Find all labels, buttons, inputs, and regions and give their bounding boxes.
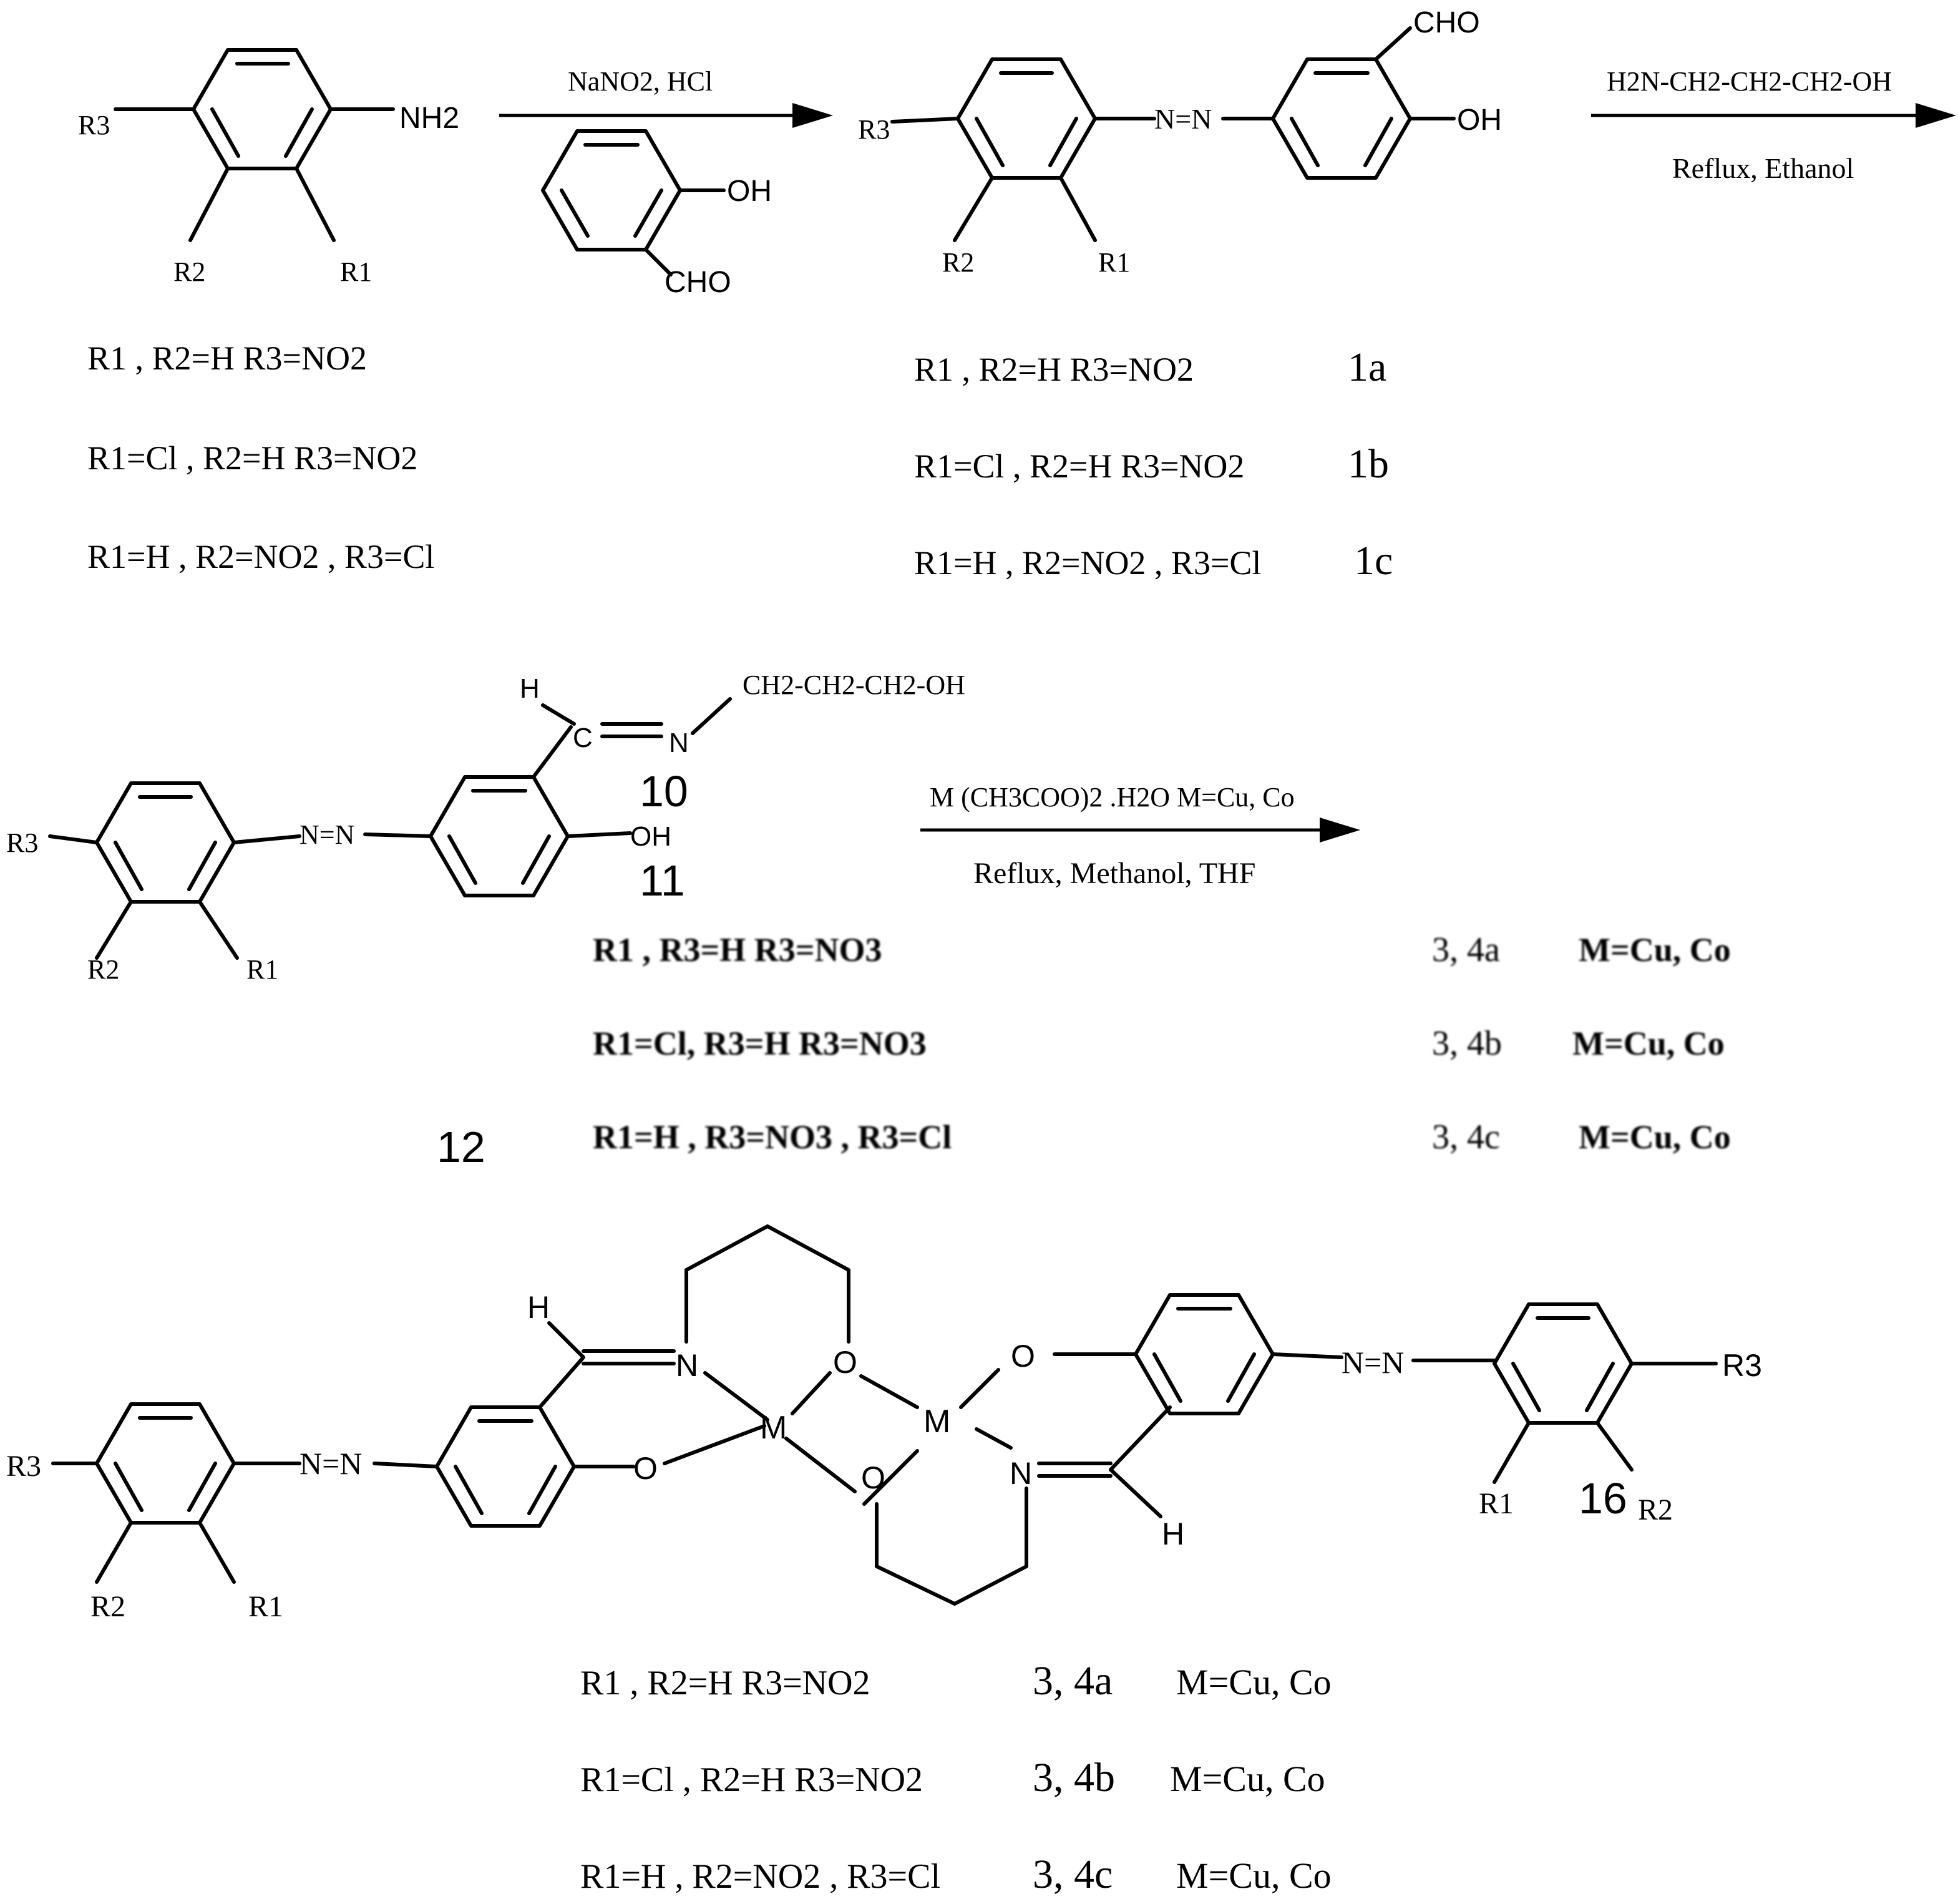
arrow2-condition: Reflux, Ethanol <box>1672 152 1854 184</box>
r1-label-right: R1 <box>1479 1487 1514 1520</box>
imine-h-left: H <box>527 1290 550 1325</box>
complex-compound-table: R1 , R2=H R3=NO2 3, 4a M=Cu, Co R1=Cl , … <box>580 1658 1332 1897</box>
complex-row-3-id: 3, 4c <box>1033 1852 1113 1897</box>
compound-number-10: 10 <box>640 767 688 816</box>
metal-center-right: M <box>923 1404 950 1440</box>
stage3-row-1-id: 3, 4a <box>1432 930 1500 969</box>
complex-row-3-substituents: R1=H , R2=NO2 , R3=Cl <box>580 1857 940 1896</box>
compound-number-11: 11 <box>640 856 685 905</box>
imine-h-right: H <box>1162 1516 1184 1551</box>
stage2-row-3-id: 1c <box>1354 538 1393 583</box>
phenolate-o-right: O <box>1011 1339 1035 1374</box>
stage2-row-2-substituents: R1=Cl , R2=H R3=NO2 <box>914 447 1244 485</box>
r2-label: R2 <box>87 954 119 985</box>
azo-aldehyde-product: N=N CHO OH R3 R2 R1 <box>858 6 1502 278</box>
imine-c-label: C <box>573 723 593 753</box>
complex-row-2-substituents: R1=Cl , R2=H R3=NO2 <box>580 1760 923 1799</box>
arrow2-reagent: H2N-CH2-CH2-CH2-OH <box>1607 66 1892 97</box>
dinuclear-metal-complex: N=N N=N <box>6 1224 1762 1623</box>
stage2-compound-table: R1 , R2=H R3=NO2 1a R1=Cl , R2=H R3=NO2 … <box>914 344 1393 583</box>
r1-label: R1 <box>1098 247 1130 278</box>
amine-label: NH2 <box>399 102 459 135</box>
metal-center-left: M <box>760 1410 787 1446</box>
stage2-row-2-id: 1b <box>1348 441 1389 487</box>
schiff-base-ligand: N=N H C N CH2-CH2-CH2-OH OH 10 11 R3 R2 … <box>6 670 965 985</box>
stage3-row-1-metal: M=Cu, Co <box>1579 931 1731 969</box>
arrow1-reagent: NaNO2, HCl <box>568 66 713 97</box>
aldehyde-label: CHO <box>665 266 731 299</box>
stage3-row-2-id: 3, 4b <box>1432 1024 1502 1063</box>
arrow3-reagent: M (CH3COO)2 .H2O M=Cu, Co <box>930 782 1295 813</box>
stage1-row-2: R1=Cl , R2=H R3=NO2 <box>87 439 417 477</box>
r1-label: R1 <box>246 954 278 985</box>
stage3-row-3-metal: M=Cu, Co <box>1579 1118 1731 1156</box>
azo-linkage: N=N <box>300 819 354 850</box>
azo-linkage: N=N <box>1154 103 1212 135</box>
stage3-row-3-substituents: R1=H , R3=NO3 , R3=Cl <box>593 1118 952 1156</box>
azo-linkage-left: N=N <box>300 1446 362 1481</box>
reaction-arrow-3: M (CH3COO)2 .H2O M=Cu, Co Reflux, Methan… <box>920 782 1360 890</box>
stage3-compound-table: R1 , R3=H R3=NO3 3, 4a M=Cu, Co R1=Cl, R… <box>593 930 1731 1156</box>
hydroxypropyl-chain: CH2-CH2-CH2-OH <box>743 670 965 700</box>
bridging-o-top: O <box>833 1345 857 1380</box>
bridging-o-bottom: O <box>861 1460 885 1495</box>
r3-label: R3 <box>858 114 890 145</box>
aniline-reactant: NH2 R3 R2 R1 <box>78 48 459 287</box>
stage1-substituent-table: R1 , R2=H R3=NO2 R1=Cl , R2=H R3=NO2 R1=… <box>87 339 434 575</box>
r2-label-right: R2 <box>1638 1493 1673 1526</box>
r2-label: R2 <box>942 247 974 278</box>
stage2-row-1-id: 1a <box>1348 344 1386 390</box>
arrow3-condition: Reflux, Methanol, THF <box>973 857 1255 890</box>
compound-number-12: 12 <box>437 1123 485 1171</box>
phenol-oh-label: OH <box>727 175 772 208</box>
stage1-row-1: R1 , R2=H R3=NO2 <box>87 339 367 377</box>
stage3-row-2-substituents: R1=Cl, R3=H R3=NO3 <box>593 1025 927 1062</box>
aldehyde-label: CHO <box>1413 6 1480 39</box>
reaction-arrow-2: H2N-CH2-CH2-CH2-OH Reflux, Ethanol <box>1591 66 1956 184</box>
reaction-arrow-1: NaNO2, HCl <box>499 66 833 128</box>
stage1-row-3: R1=H , R2=NO2 , R3=Cl <box>87 538 434 575</box>
r3-label: R3 <box>6 828 38 858</box>
phenol-oh-label: OH <box>630 821 671 852</box>
complex-row-1-substituents: R1 , R2=H R3=NO2 <box>580 1664 870 1702</box>
complex-row-2-id: 3, 4b <box>1033 1755 1115 1800</box>
imine-n-left: N <box>676 1348 698 1383</box>
r3-label-left: R3 <box>6 1450 41 1483</box>
stage2-row-1-substituents: R1 , R2=H R3=NO2 <box>914 351 1194 388</box>
r3-label: R3 <box>78 110 110 140</box>
imine-n-right: N <box>1010 1456 1032 1491</box>
azo-linkage-right: N=N <box>1342 1345 1404 1380</box>
stage3-row-1-substituents: R1 , R3=H R3=NO3 <box>593 931 882 969</box>
compound-number-16: 16 <box>1579 1474 1627 1523</box>
r1-label: R1 <box>340 256 372 287</box>
salicylaldehyde-reagent: OH CHO <box>541 129 772 299</box>
stage2-row-3-substituents: R1=H , R2=NO2 , R3=Cl <box>914 544 1261 582</box>
r2-label: R2 <box>173 256 205 287</box>
r2-label-left: R2 <box>90 1590 125 1623</box>
complex-row-2-metal: M=Cu, Co <box>1170 1759 1325 1799</box>
stage3-row-2-metal: M=Cu, Co <box>1572 1025 1725 1062</box>
phenolate-o-left: O <box>633 1451 658 1486</box>
imine-h-label: H <box>520 673 540 704</box>
complex-row-1-id: 3, 4a <box>1033 1658 1113 1704</box>
r3-label-right: R3 <box>1722 1348 1762 1383</box>
imine-n-label: N <box>669 728 689 758</box>
r1-label-left: R1 <box>248 1590 283 1623</box>
complex-row-1-metal: M=Cu, Co <box>1176 1662 1332 1702</box>
phenol-oh-label: OH <box>1457 104 1502 137</box>
stage3-row-3-id: 3, 4c <box>1432 1118 1500 1156</box>
complex-row-3-metal: M=Cu, Co <box>1176 1855 1332 1896</box>
